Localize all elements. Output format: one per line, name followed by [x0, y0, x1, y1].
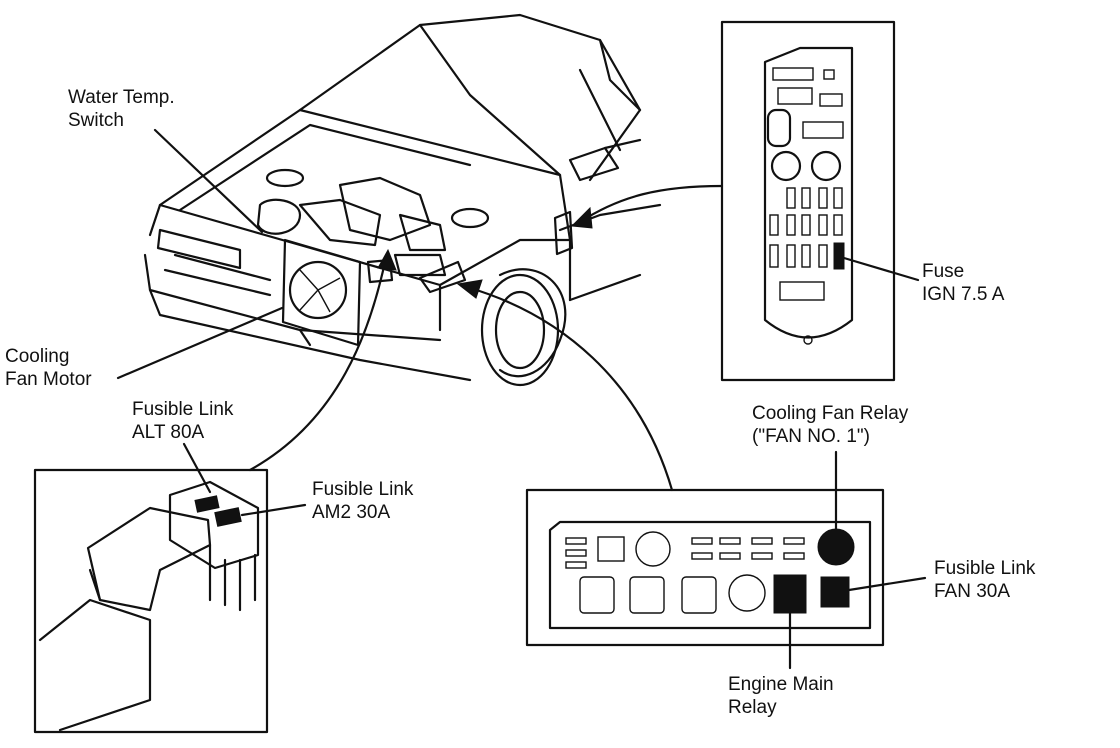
fuse-block-panel: [720, 20, 896, 382]
label-fusible-link-fan: Fusible Link FAN 30A: [934, 557, 1035, 603]
label-line: Fuse: [922, 261, 965, 282]
label-line: Fusible Link: [312, 479, 414, 500]
label-line: Engine Main: [728, 674, 834, 695]
leader-fan-link: [847, 576, 927, 592]
connector-arrows: [248, 184, 724, 492]
leader-cooling-fan: [116, 306, 284, 380]
label-line: Fan Motor: [5, 369, 92, 390]
label-engine-main-relay: Engine Main Relay: [728, 673, 834, 719]
leader-fuse: [842, 256, 920, 282]
engine-main-relay-marker: [773, 574, 807, 614]
label-line: Fusible Link: [934, 558, 1036, 579]
label-line: AM2 30A: [312, 502, 391, 523]
fuse-ign-highlight: [833, 242, 845, 270]
cooling-fan-relay-marker: [817, 528, 855, 566]
label-water-temp-switch: Water Temp. Switch: [68, 86, 175, 132]
label-line: Fusible Link: [132, 399, 234, 420]
relay-box-panel: [525, 488, 885, 647]
label-line: ALT 80A: [132, 422, 205, 443]
leader-am2: [240, 503, 307, 517]
label-line: Cooling: [5, 346, 70, 367]
fusible-link-fan-marker: [820, 576, 850, 608]
fusible-link-inset: [33, 468, 269, 734]
label-fuse-ign: Fuse IGN 7.5 A: [922, 260, 1004, 306]
leader-lines: [116, 128, 927, 670]
car-illustration: [143, 13, 662, 387]
label-cooling-fan-relay: Cooling Fan Relay ("FAN NO. 1"): [752, 402, 908, 448]
label-line: Relay: [728, 697, 777, 718]
label-fusible-link-am2: Fusible Link AM2 30A: [312, 478, 413, 524]
label-line: Water Temp.: [68, 87, 175, 108]
label-line: ("FAN NO. 1"): [752, 426, 870, 447]
label-fusible-link-alt: Fusible Link ALT 80A: [132, 398, 233, 444]
leader-water-temp: [153, 128, 264, 234]
label-line: FAN 30A: [934, 581, 1011, 602]
label-line: Cooling Fan Relay: [752, 403, 909, 424]
label-cooling-fan-motor: Cooling Fan Motor: [5, 345, 92, 391]
leader-alt: [182, 442, 212, 494]
label-line: Switch: [68, 110, 124, 131]
label-line: IGN 7.5 A: [922, 284, 1005, 305]
